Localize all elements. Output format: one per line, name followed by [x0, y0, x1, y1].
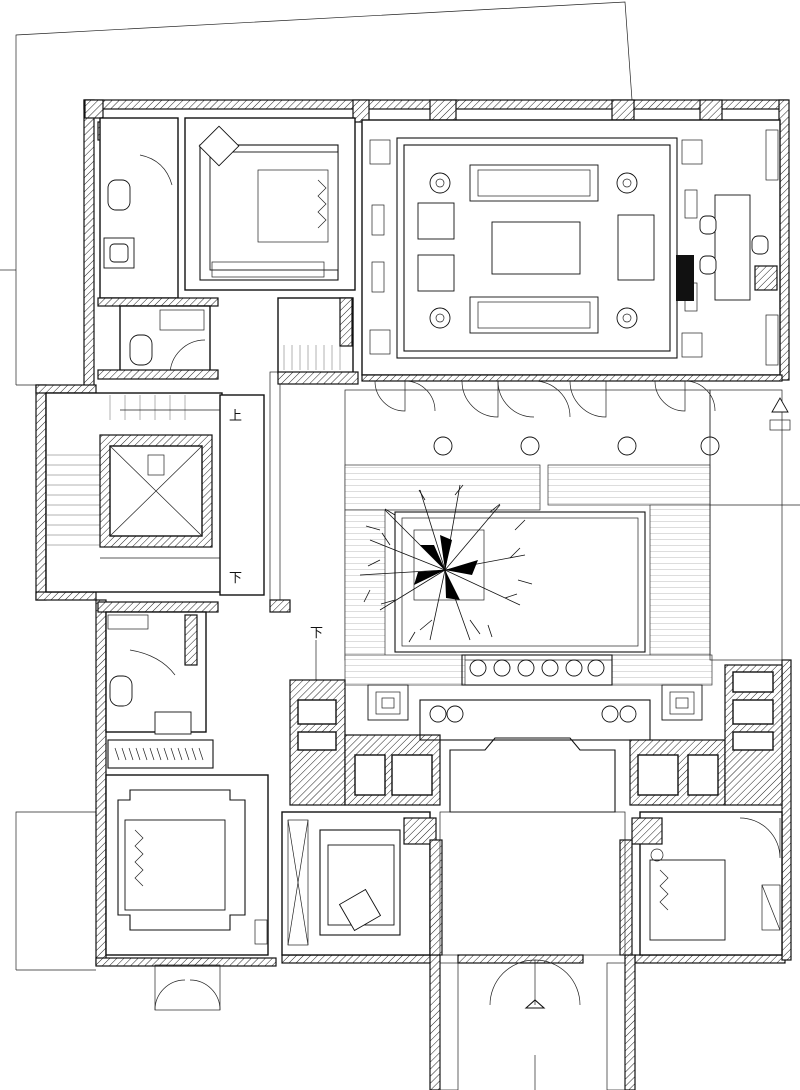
- right-edge: [769, 397, 791, 431]
- toilet-icon: [107, 179, 131, 211]
- bedroom-bottom-mid: [281, 811, 443, 956]
- courtyard-planters: [289, 664, 783, 813]
- toilet-icon: [109, 675, 133, 707]
- side-entry: [154, 964, 221, 1011]
- bathroom-top-left: [97, 117, 179, 299]
- bed-icon: [124, 819, 226, 911]
- courtyard: [344, 389, 720, 686]
- stair-up-label: 上: [229, 409, 242, 424]
- sofa-icon: [469, 164, 599, 202]
- stair-core: 上 下: [45, 392, 265, 596]
- sofa-icon: [469, 296, 599, 334]
- right-outdoor: [709, 389, 800, 661]
- entry-foyer: [439, 811, 626, 1090]
- stair-down-label-2: 下: [310, 626, 323, 641]
- bathroom-mid-left: [97, 297, 219, 380]
- bedroom-bottom-right: [619, 811, 783, 956]
- corridor: 下: [269, 371, 323, 680]
- wardrobe: [107, 739, 214, 769]
- bedroom-top: [184, 117, 356, 291]
- bathroom-bottom-left: [97, 601, 219, 735]
- tree-symbol-icon: [359, 484, 533, 643]
- site-boundary: [0, 1, 633, 971]
- exterior-walls: [35, 99, 792, 1090]
- living-room-doors: [361, 374, 783, 418]
- living-room: [361, 119, 781, 376]
- bedroom-bottom-left: [105, 774, 269, 956]
- small-stair: [277, 297, 359, 385]
- toilet-icon: [129, 334, 153, 366]
- bed-icon: [209, 151, 339, 271]
- stair-down-label: 下: [229, 571, 242, 586]
- bed-icon: [649, 859, 726, 941]
